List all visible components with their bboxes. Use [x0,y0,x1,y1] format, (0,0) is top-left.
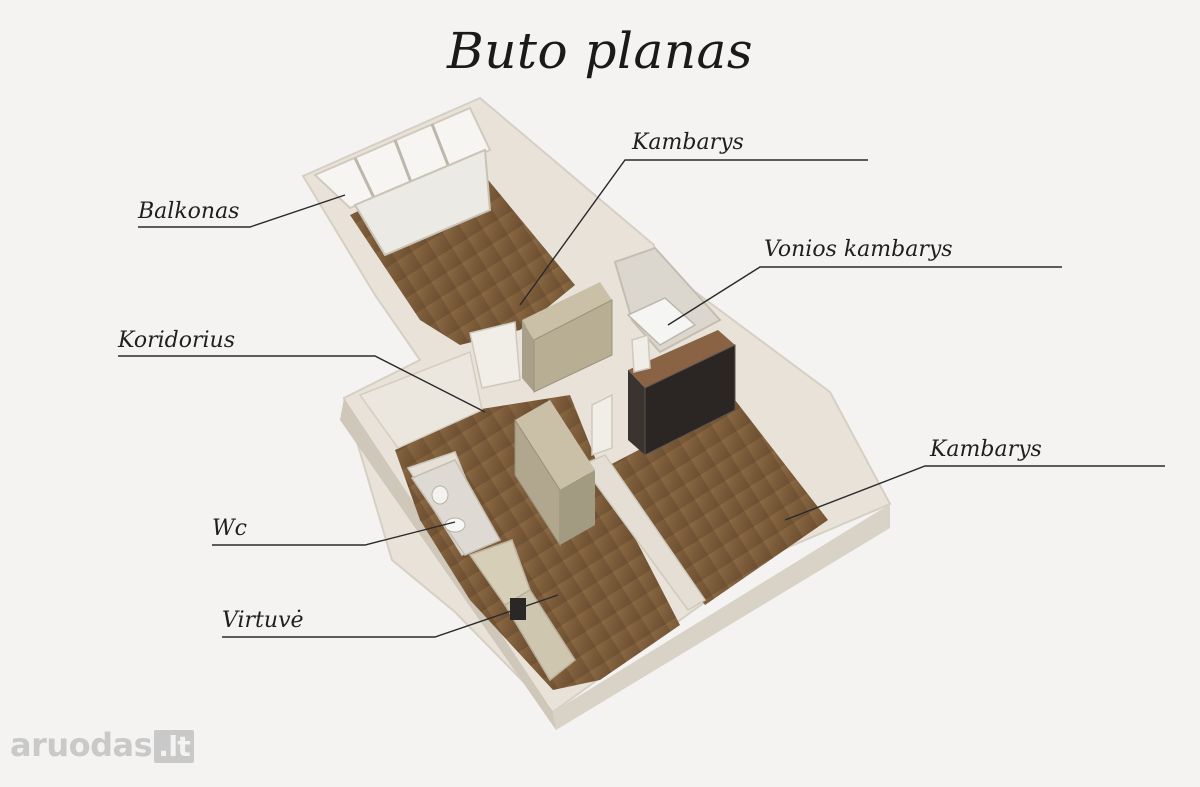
label-virtuve: Virtuvė [222,608,304,633]
balcony-windows [313,106,492,257]
leader-vonios [667,266,1062,326]
wc-room [410,459,502,556]
label-kambarys-top: Kambarys [632,130,744,155]
wardrobe-dark [628,330,736,456]
aruodas-watermark: aruodas.lt [10,726,195,764]
label-koridorius: Koridorius [118,328,235,353]
leader-kambarys-top [519,159,868,306]
wardrobe-middle [514,400,595,547]
leader-koridorius [118,355,486,413]
label-wc: Wc [212,516,247,541]
leader-wc [212,521,456,546]
label-balkonas: Balkonas [138,199,240,224]
leader-balkonas [138,194,346,228]
wardrobe-top [522,282,613,393]
page-title: Buto planas [446,22,753,80]
floor-koridorius [395,395,680,690]
kitchen-counter [468,539,576,682]
watermark-tld: .lt [154,730,195,763]
label-vonios-kambarys: Vonios kambarys [764,237,953,262]
leader-kambarys-right [784,465,1165,521]
floor-kambarys-right [600,400,828,605]
watermark-brand: aruodas [10,726,153,764]
leader-lines [118,159,1165,638]
label-kambarys-right: Kambarys [930,437,1042,462]
bathroom [613,246,722,354]
leader-virtuve [222,594,559,638]
doors [469,321,651,457]
